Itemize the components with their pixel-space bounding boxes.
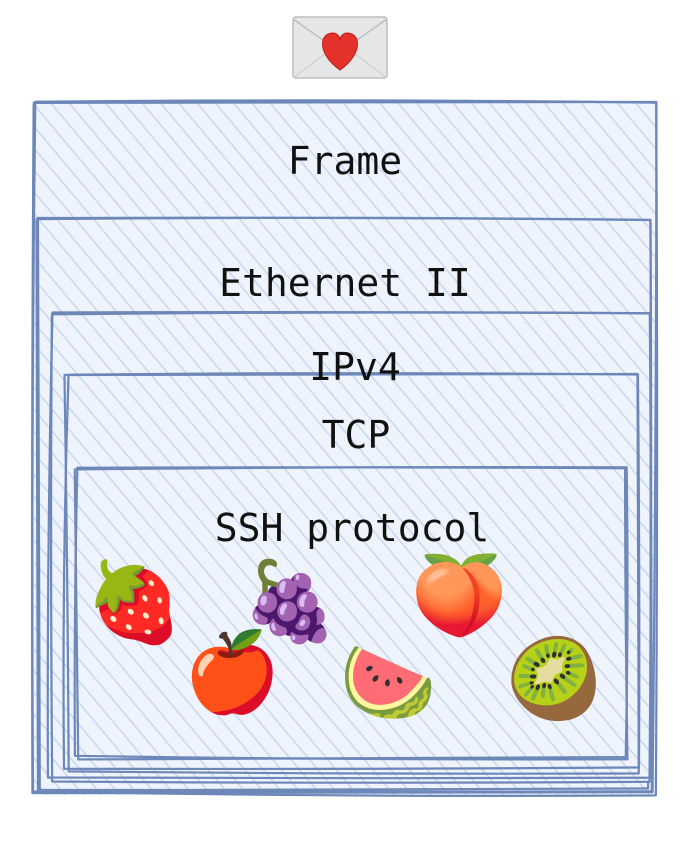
watermelon-icon: 🍉 [339,638,436,728]
peach-icon: 🍑 [410,551,507,641]
layer-label-ssh-protocol: SSH protocol [215,506,490,550]
love-letter-icon [292,16,388,79]
kiwi-icon: 🥝 [505,628,602,725]
layer-label-frame: Frame [288,139,402,183]
layer-label-tcp: TCP [322,413,391,457]
layer-label-ethernet-ii: Ethernet II [219,261,471,305]
layer-box-fill [78,468,626,758]
strawberry-icon: 🍓 [85,558,182,648]
layer-box-outline [36,216,653,793]
layer-box-outline [46,310,652,780]
layer-box-ssh [73,466,629,761]
layer-label-ipv4: IPv4 [309,345,401,389]
layer-box-outline [73,466,629,761]
apple-icon: 🍎 [183,625,280,718]
grapes-icon: 🍇 [241,557,338,648]
layer-box-outline [63,372,640,775]
